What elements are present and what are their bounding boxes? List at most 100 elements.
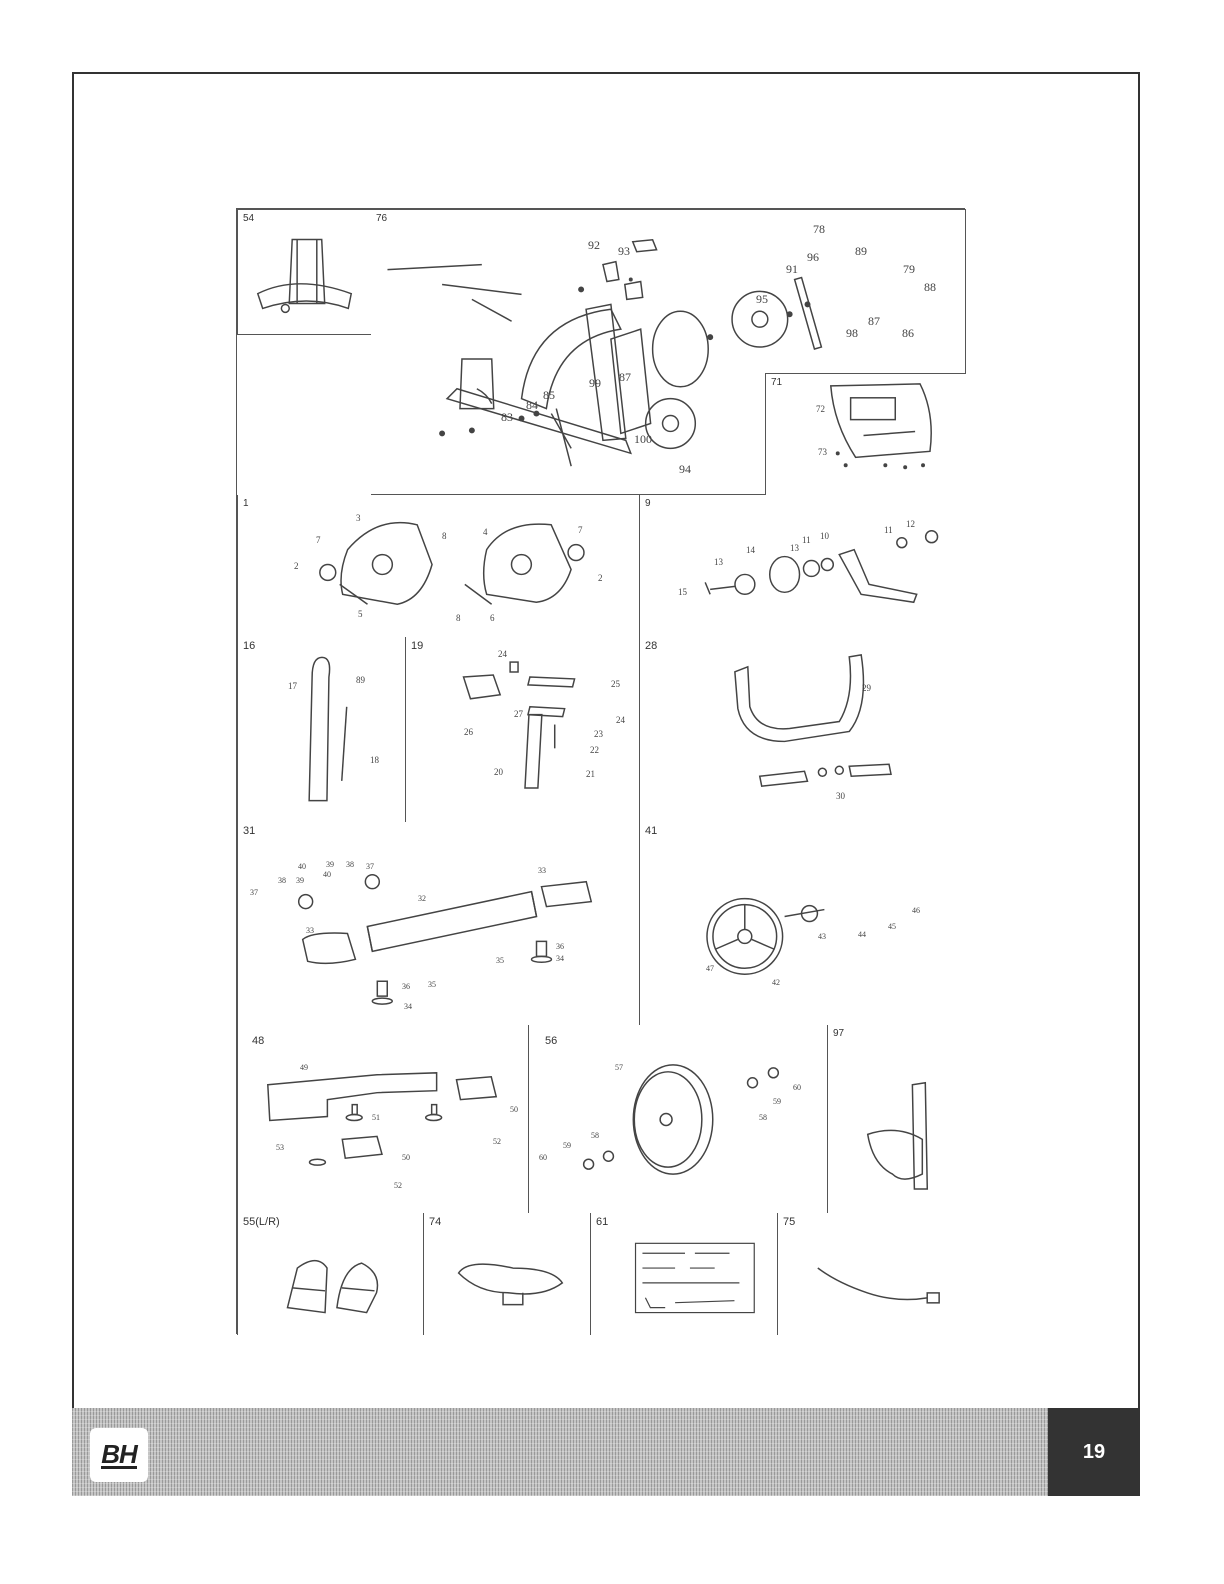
- callout-20: 20: [494, 767, 503, 777]
- panel-1: 1 3 4 7 7 8 2 2 5 8 6: [237, 495, 640, 638]
- panel-label: 19: [411, 640, 424, 652]
- panel-31: 31 40 39 38 37 40 39 38 37 33 32 33 36 3…: [237, 822, 640, 1026]
- part-54-drawing: [256, 238, 353, 314]
- panel-48: 48 49 51 50 52 53 50 52: [237, 1025, 529, 1214]
- page-number-box: 19: [1048, 1408, 1140, 1496]
- callout-39: 39: [326, 860, 334, 869]
- part-48-drawing: [267, 1072, 498, 1166]
- panel-label: 76: [376, 213, 388, 224]
- callout-85: 85: [543, 388, 555, 402]
- callout-58: 58: [759, 1113, 767, 1122]
- callout-44: 44: [858, 930, 866, 939]
- callout-89: 89: [855, 244, 867, 258]
- callout-45: 45: [888, 922, 896, 931]
- callout-40: 40: [298, 862, 306, 871]
- panel-28: 28 29 30: [639, 637, 966, 823]
- footer-band: BH 19: [72, 1408, 1140, 1496]
- part-71-drawing: [829, 383, 932, 470]
- callout-100: 100: [634, 432, 652, 446]
- panel-41: 41 46 45 44 43 47 42: [639, 822, 966, 1026]
- part-16-drawing: [308, 656, 348, 802]
- callout-11: 11: [802, 535, 811, 545]
- logo-text: BH: [101, 1438, 138, 1469]
- callout-22: 22: [590, 745, 599, 755]
- part-9-drawing: [704, 530, 939, 604]
- part-97-drawing: [866, 1081, 929, 1190]
- footer-texture: [72, 1408, 1140, 1496]
- callout-6: 6: [490, 613, 495, 623]
- callout-78: 78: [813, 222, 825, 236]
- part-31-drawing: [297, 873, 593, 1005]
- callout-29: 29: [862, 683, 871, 693]
- bh-logo: BH: [90, 1428, 148, 1482]
- callout-35: 35: [496, 956, 504, 965]
- callout-59: 59: [563, 1141, 571, 1150]
- panel-label: 1: [243, 498, 249, 509]
- callout-7: 7: [578, 525, 583, 535]
- callout-52: 52: [493, 1137, 501, 1146]
- panel-74: 74: [423, 1213, 591, 1335]
- callout-18: 18: [370, 755, 379, 765]
- callout-84: 84: [526, 398, 538, 412]
- callout-34: 34: [556, 954, 564, 963]
- panel-label: 61: [596, 1216, 609, 1228]
- callout-46: 46: [912, 906, 920, 915]
- callout-24: 24: [498, 649, 507, 659]
- callout-51: 51: [372, 1113, 380, 1122]
- callout-42: 42: [772, 978, 780, 987]
- callout-36: 36: [556, 942, 564, 951]
- panel-label: 71: [771, 377, 783, 388]
- callout-91: 91: [786, 262, 798, 276]
- callout-38: 38: [346, 860, 354, 869]
- callout-88: 88: [924, 280, 936, 294]
- panel-label: 48: [252, 1035, 265, 1047]
- callout-95: 95: [756, 292, 768, 306]
- callout-2: 2: [598, 573, 603, 583]
- callout-8: 8: [456, 613, 461, 623]
- callout-10: 10: [820, 531, 829, 541]
- panel-71: 71 72 73: [765, 373, 966, 495]
- callout-59: 59: [773, 1097, 781, 1106]
- callout-5: 5: [358, 609, 363, 619]
- callout-30: 30: [836, 791, 845, 801]
- callout-99: 99: [589, 376, 601, 390]
- callout-47: 47: [706, 964, 714, 973]
- panel-75: 75: [777, 1213, 966, 1335]
- panel-label: 9: [645, 498, 651, 509]
- panel-9: 9 11 12 10 11 14 13 13 15: [639, 495, 966, 638]
- callout-92: 92: [588, 238, 600, 252]
- page-number: 19: [1082, 1440, 1106, 1463]
- callout-57: 57: [615, 1063, 623, 1072]
- callout-79: 79: [903, 262, 915, 276]
- panel-label: 28: [645, 640, 658, 652]
- callout-8: 8: [442, 531, 447, 541]
- part-56-drawing: [582, 1064, 780, 1175]
- callout-36: 36: [402, 982, 410, 991]
- panel-56: 56 57 60 59 58 58 59 60: [528, 1025, 828, 1214]
- part-74-drawing: [457, 1263, 564, 1306]
- panel-label: 75: [783, 1216, 796, 1228]
- panel-97: 97: [827, 1025, 966, 1214]
- callout-32: 32: [418, 894, 426, 903]
- callout-3: 3: [356, 513, 361, 523]
- callout-60: 60: [793, 1083, 801, 1092]
- callout-50: 50: [510, 1105, 518, 1114]
- panel-label: 31: [243, 825, 256, 837]
- part-75-drawing: [817, 1267, 940, 1304]
- callout-15: 15: [678, 587, 687, 597]
- callout-24: 24: [616, 715, 625, 725]
- part-41-drawing: [706, 897, 825, 975]
- part-19-drawing: [462, 661, 576, 789]
- callout-52: 52: [394, 1181, 402, 1190]
- callout-37: 37: [250, 888, 258, 897]
- callout-14: 14: [746, 545, 755, 555]
- callout-33: 33: [306, 926, 314, 935]
- callout-37: 37: [366, 862, 374, 871]
- callout-25: 25: [611, 679, 620, 689]
- part-1-drawing: [319, 521, 585, 605]
- panel-61: 61: [590, 1213, 778, 1335]
- parts-sheet: 54 76: [236, 208, 966, 1335]
- callout-23: 23: [594, 729, 603, 739]
- callout-34: 34: [404, 1002, 412, 1011]
- panel-19: 19 24 25 27 24 23 26 22 20 21: [405, 637, 640, 823]
